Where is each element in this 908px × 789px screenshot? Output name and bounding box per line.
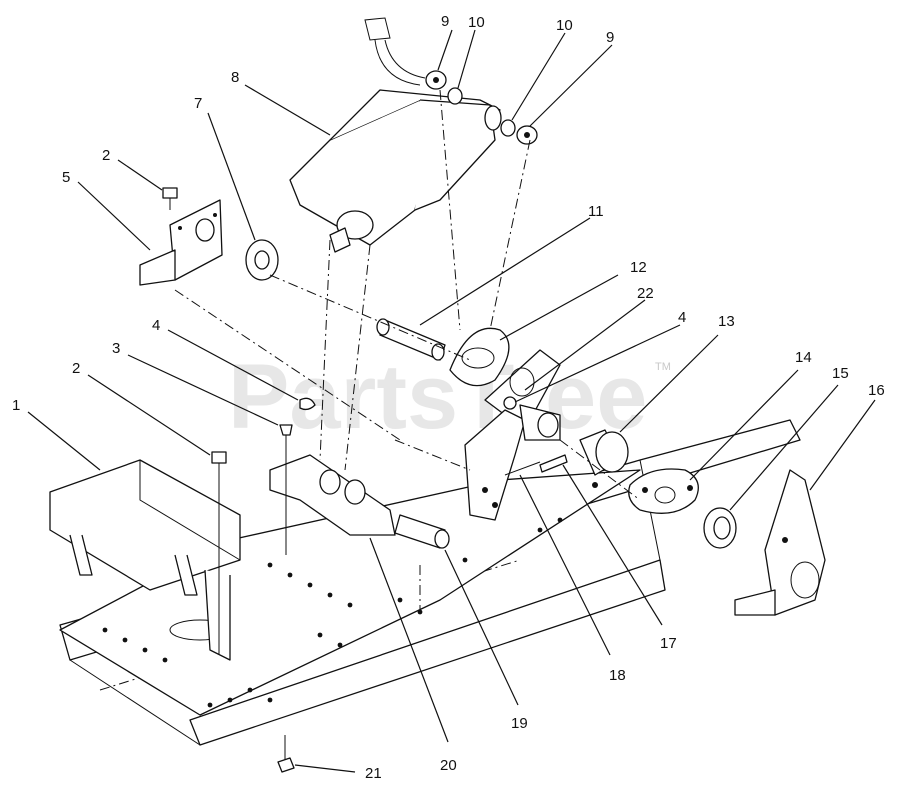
part-9-washer-left [425,70,447,90]
part-4-eclip-right [503,396,517,410]
watermark-trademark: TM [655,361,671,373]
part-15-bushing [703,507,737,549]
part-4-eclip-left [299,397,316,411]
assembly-lines [174,89,641,610]
part-16-side-bracket [734,469,826,616]
part-21-nut [277,735,295,773]
callout-16: 16 [868,382,885,399]
part-5-mount-bracket [139,199,223,286]
watermark-text: PartsTree [228,346,647,448]
callout-13: 13 [718,313,735,330]
callout-10-left: 10 [468,14,485,31]
part-2-bolt-lower [211,451,227,655]
part-14-flange-plate [628,468,699,514]
part-20-lever-bracket [269,454,396,536]
callout-labels: 1 2 2 3 4 4 5 7 8 9 9 10 10 11 12 13 14 … [12,13,885,782]
callout-12: 12 [630,259,647,276]
part-12-cam-plate [449,327,510,387]
part-10-spacer-left [447,87,463,105]
part-10-spacer-right [500,119,516,137]
pivot-bracket [464,404,561,521]
callout-8: 8 [231,69,239,86]
callout-22: 22 [637,285,654,302]
callout-10-right: 10 [556,17,573,34]
callout-2-upper: 2 [102,147,110,164]
part-3-pin [279,424,293,555]
callout-4-left: 4 [152,317,160,334]
callout-5: 5 [62,169,70,186]
callout-15: 15 [832,365,849,382]
callout-7: 7 [194,95,202,112]
callout-9-right: 9 [606,29,614,46]
callout-18: 18 [609,667,626,684]
part-1-tray [49,459,241,661]
callout-9-left: 9 [441,13,449,30]
callout-21: 21 [365,765,382,782]
part-13-bearing-cap [579,429,629,488]
deck-holes [102,517,563,708]
part-9-washer-right [516,125,538,145]
callout-2-lower: 2 [72,360,80,377]
callout-14: 14 [795,349,812,366]
callout-19: 19 [511,715,528,732]
callout-4-right: 4 [678,309,686,326]
callout-20: 20 [440,757,457,774]
callout-17: 17 [660,635,677,652]
part-18-pin [504,461,541,476]
part-7-grommet [245,239,279,281]
part-19-sleeve [394,514,450,549]
leader-lines [27,29,876,773]
part-2-bolt-upper [162,187,178,210]
callout-3: 3 [112,340,120,357]
callout-1: 1 [12,397,20,414]
part-8-actuator-motor [289,17,502,253]
part-17-spring-pin [539,454,568,473]
callout-11: 11 [588,203,604,220]
